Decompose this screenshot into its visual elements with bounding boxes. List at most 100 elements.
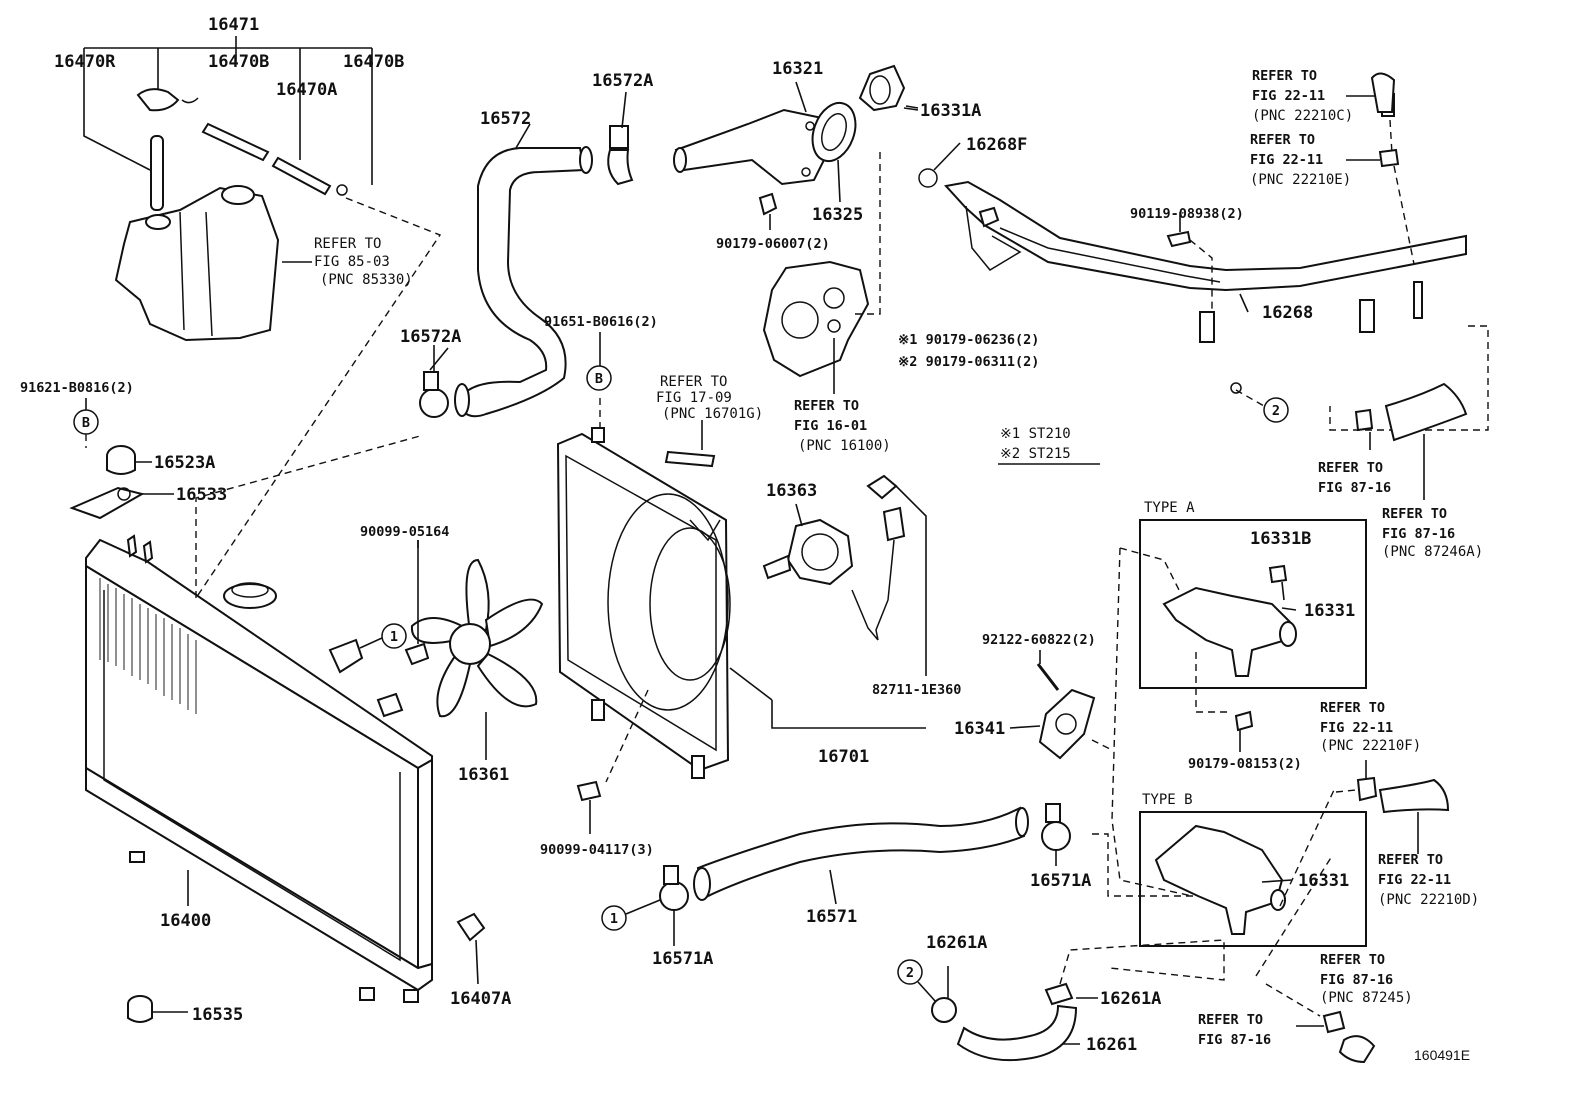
bypass-hose-clamp-lower	[931, 997, 957, 1023]
svg-text:(PNC 22210C): (PNC 22210C)	[1252, 108, 1353, 124]
type-b-label: TYPE B	[1142, 792, 1193, 808]
svg-text:FIG 87-16: FIG 87-16	[1320, 972, 1393, 988]
refer-fig85-03: REFER TO FIG 85-03 (PNC 85330)	[282, 236, 413, 288]
svg-text:(PNC 87246A): (PNC 87246A)	[1382, 544, 1483, 560]
refer-fig17-09: REFER TO FIG 17-09 (PNC 16701G)	[656, 374, 763, 422]
label-16321: 16321	[772, 59, 823, 79]
label-16535: 16535	[192, 1005, 243, 1025]
label-90099-04117: 90099-04117(3)	[540, 842, 654, 858]
svg-text:REFER TO: REFER TO	[1252, 68, 1317, 84]
label-91651-B0616: 91651-B0616(2)	[544, 314, 658, 330]
model-legend: ※1 ST210 ※2 ST215	[998, 426, 1100, 465]
refer-fig22-11-c: REFER TO FIG 22-11 (PNC 22210C)	[1252, 68, 1353, 124]
label-16361: 16361	[458, 765, 509, 785]
svg-text:(PNC 87245): (PNC 87245)	[1320, 990, 1413, 1006]
svg-text:(PNC 22210D): (PNC 22210D)	[1378, 892, 1479, 908]
label-92122-60822: 92122-60822(2)	[982, 632, 1096, 648]
svg-text:REFER TO: REFER TO	[794, 398, 859, 414]
svg-text:REFER TO: REFER TO	[1378, 852, 1443, 868]
svg-text:1: 1	[610, 911, 618, 927]
label-16341: 16341	[954, 719, 1005, 739]
svg-text:REFER TO: REFER TO	[1320, 700, 1385, 716]
callout-b-right	[586, 365, 612, 391]
sensor-plug-16331B	[1268, 564, 1288, 584]
reserve-cap-icon	[136, 88, 180, 112]
nut-90179-06007	[758, 192, 778, 216]
lower-hose-clamp-right	[1041, 821, 1071, 851]
label-16325: 16325	[812, 205, 863, 225]
upper-hose-clamp-top	[607, 149, 634, 186]
label-16268: 16268	[1262, 303, 1313, 323]
label-82711-1E360: 82711-1E360	[872, 682, 961, 698]
label-16471: 16471	[208, 15, 259, 35]
label-90179-06007: 90179-06007(2)	[716, 236, 830, 252]
water-bypass-pipe	[944, 180, 1467, 292]
refer-fig87-16-b: REFER TO FIG 87-16 (PNC 87246A)	[1382, 506, 1483, 560]
radiator-inlet	[328, 638, 364, 674]
svg-text:1: 1	[390, 629, 398, 645]
gasket-16341-group	[1036, 663, 1254, 760]
svg-text:REFER TO: REFER TO	[314, 236, 381, 252]
label-plate	[664, 450, 716, 468]
label-16470B-2: 16470B	[343, 52, 404, 72]
nut-90179-08153	[1234, 710, 1254, 732]
svg-text:FIG 22-11: FIG 22-11	[1252, 88, 1325, 104]
motor-connector	[866, 474, 898, 500]
refer-fig87-16-d: REFER TO FIG 87-16	[1198, 1012, 1271, 1048]
label-16701: 16701	[818, 747, 869, 767]
label-16407A: 16407A	[450, 989, 511, 1009]
label-90179-06236: ※1 90179-06236(2)	[898, 332, 1039, 348]
lower-hose-group	[659, 803, 1071, 946]
reserve-tank	[114, 186, 280, 342]
label-16533: 16533	[176, 485, 227, 505]
fan-shroud-group	[404, 398, 927, 834]
overflow-hose-a	[201, 122, 270, 162]
svg-text:FIG 87-16: FIG 87-16	[1382, 526, 1455, 542]
water-inlet-pipe	[674, 108, 834, 186]
label-16470R: 16470R	[54, 52, 116, 72]
label-16331-type-a: 16331	[1304, 601, 1355, 621]
label-16331B: 16331B	[1250, 529, 1311, 549]
label-16470A: 16470A	[276, 80, 337, 100]
refer-fig22-11-d: REFER TO FIG 22-11 (PNC 22210D)	[1378, 852, 1479, 908]
label-90119-08938: 90119-08938(2)	[1130, 206, 1244, 222]
type-b-box	[1092, 547, 1367, 947]
svg-text:REFER TO: REFER TO	[1382, 506, 1447, 522]
lower-hose-clamp-left	[659, 881, 689, 911]
svg-text:(PNC 22210E): (PNC 22210E)	[1250, 172, 1351, 188]
label-16261A-top: 16261A	[926, 933, 987, 953]
label-16363: 16363	[766, 481, 817, 501]
svg-text:FIG 87-16: FIG 87-16	[1198, 1032, 1271, 1048]
bypass-hose-clamp-upper	[1044, 982, 1074, 1006]
callout-1-radiator	[381, 623, 407, 649]
radiator-bottom-tank	[85, 766, 433, 992]
engine-housing-ref	[762, 260, 870, 378]
radiator-group	[69, 435, 486, 1023]
water-outlet-type-a	[1162, 586, 1292, 677]
type-a-box	[1119, 519, 1367, 713]
label-16572A-mid: 16572A	[400, 327, 461, 347]
part-labels: 16471 16470R 16470B 16470B 16470A 16572 …	[20, 15, 1355, 1055]
svg-text:REFER TO: REFER TO	[1250, 132, 1315, 148]
svg-text:(PNC 16701G): (PNC 16701G)	[662, 406, 763, 422]
svg-text:REFER TO: REFER TO	[660, 374, 727, 390]
fan-motor-16363	[786, 518, 854, 586]
svg-text:FIG 87-16: FIG 87-16	[1318, 480, 1391, 496]
svg-text:REFER TO: REFER TO	[1320, 952, 1385, 968]
svg-text:B: B	[82, 415, 90, 431]
svg-text:REFER TO: REFER TO	[1318, 460, 1383, 476]
leader-lines	[85, 91, 1297, 883]
reserve-tank-group	[83, 36, 442, 599]
label-16571: 16571	[806, 907, 857, 927]
nut-90099-05164	[404, 642, 430, 666]
bracket-16533	[69, 486, 145, 520]
label-16571A-right: 16571A	[1030, 871, 1091, 891]
bypass-hose-group	[931, 939, 1225, 1062]
refer-fig87-16-a: REFER TO FIG 87-16	[1318, 460, 1391, 496]
thermostat-group	[673, 64, 919, 394]
overflow-hose-b	[271, 156, 332, 196]
svg-text:2: 2	[906, 965, 914, 981]
upper-hose-clamp-lower	[419, 388, 449, 418]
label-16331A: 16331A	[920, 101, 981, 121]
water-outlet-type-b	[1154, 824, 1284, 935]
